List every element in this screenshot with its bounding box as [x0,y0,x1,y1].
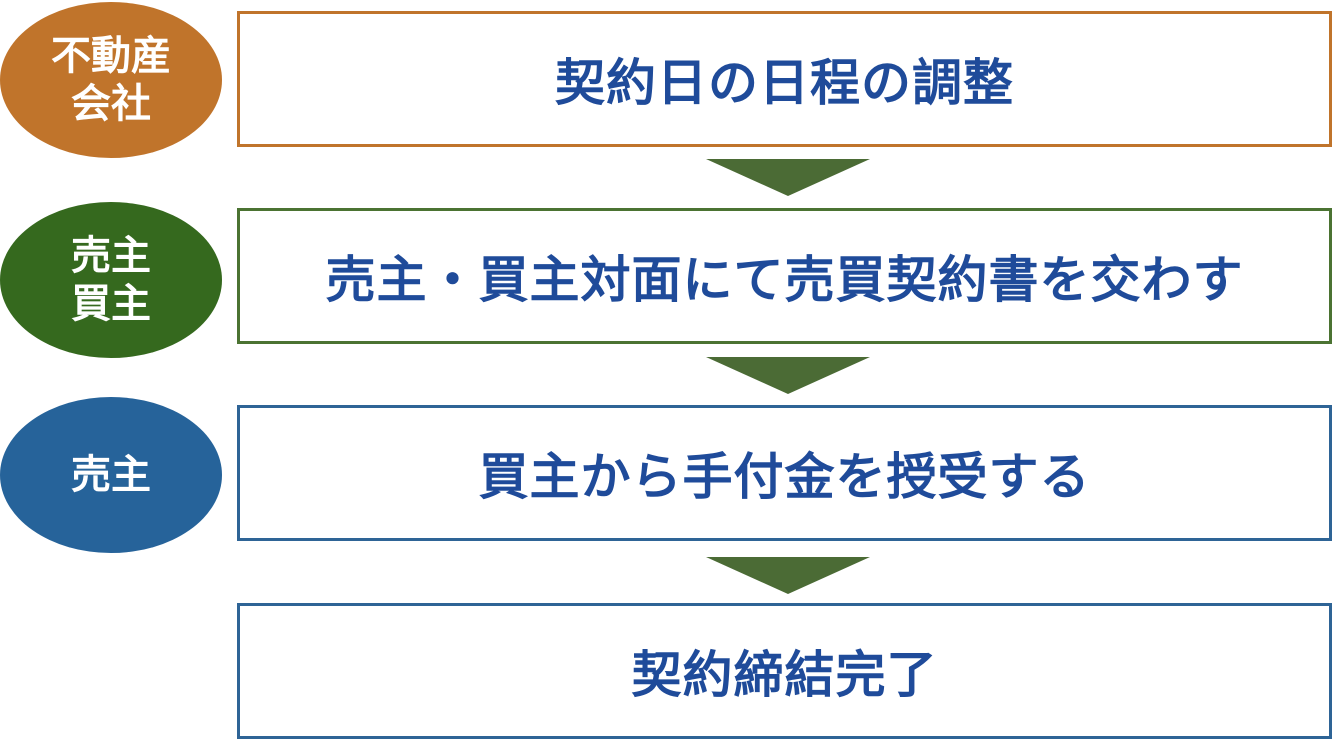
role-badge-seller: 売主 [0,397,222,553]
down-arrow-icon [706,357,870,394]
step-schedule-contract-date: 契約日の日程の調整 [237,11,1332,147]
role-badge-seller-buyer: 売主 買主 [0,202,222,358]
down-arrow-icon [706,557,870,594]
step-receive-deposit: 買主から手付金を授受する [237,405,1332,541]
step-sign-sales-contract: 売主・買主対面にて売買契約書を交わす [237,208,1332,344]
role-badge-real-estate-company: 不動産 会社 [0,2,222,158]
step-contract-complete: 契約締結完了 [237,603,1332,739]
down-arrow-icon [706,159,870,196]
